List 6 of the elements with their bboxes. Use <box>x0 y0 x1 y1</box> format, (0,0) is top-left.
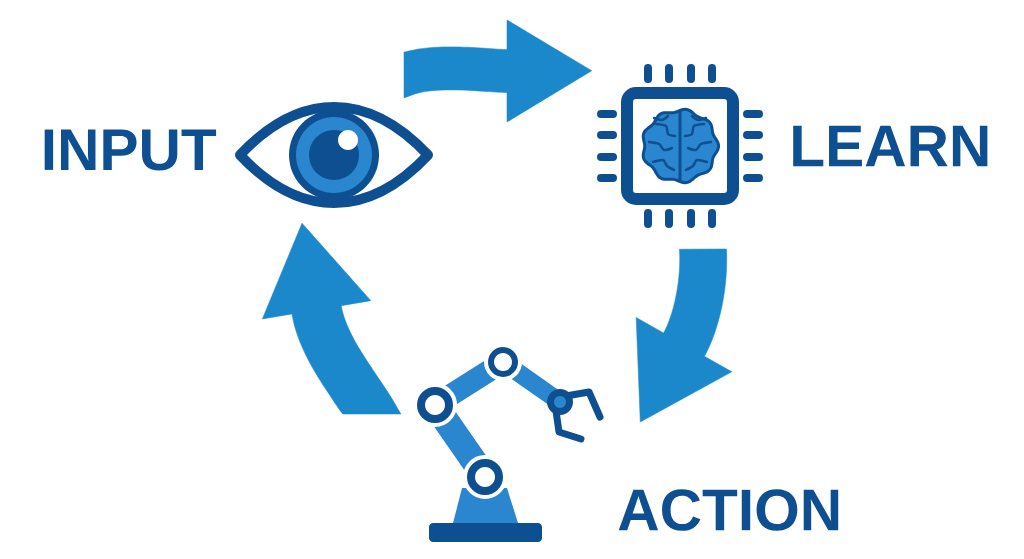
curved-arrow <box>403 19 592 123</box>
step-label: LEARN <box>793 125 988 167</box>
curved-arrow <box>635 248 733 423</box>
step-label: INPUT <box>44 129 217 171</box>
curved-arrow <box>262 223 402 415</box>
step-label: ACTION <box>618 489 839 531</box>
